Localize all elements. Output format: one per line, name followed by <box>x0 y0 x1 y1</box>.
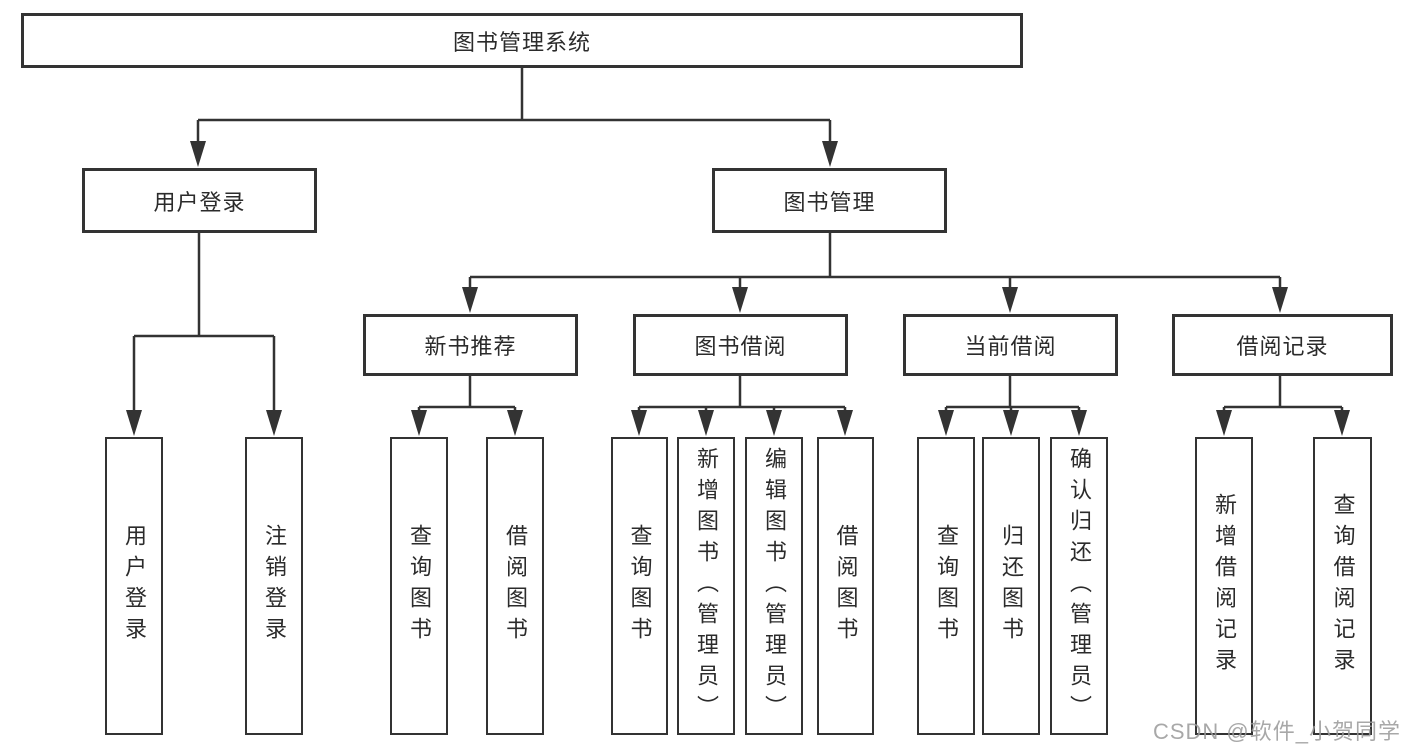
node-user-login: 用户登录 <box>82 168 317 233</box>
leaf-current-return-books-label: 归还图书 <box>999 524 1024 648</box>
leaf-borrowing-add-books-admin: 新增图书（管理员） <box>677 437 735 735</box>
node-root: 图书管理系统 <box>21 13 1023 68</box>
node-book-borrowing-label: 图书借阅 <box>694 334 787 359</box>
leaf-recommend-query-books: 查询图书 <box>390 437 448 735</box>
leaf-records-add-record: 新增借阅记录 <box>1195 437 1253 735</box>
leaf-records-query-record: 查询借阅记录 <box>1313 437 1372 735</box>
leaf-records-query-record-label: 查询借阅记录 <box>1330 493 1356 679</box>
leaf-borrowing-edit-books-admin-label: 编辑图书（管理员） <box>762 446 787 726</box>
node-book-management-label: 图书管理 <box>783 189 876 215</box>
leaf-recommend-borrow-books-label: 借阅图书 <box>503 524 528 648</box>
leaf-logout: 注销登录 <box>245 437 303 735</box>
node-root-label: 图书管理系统 <box>452 29 591 55</box>
leaf-current-query-books-label: 查询图书 <box>934 524 959 648</box>
leaf-borrowing-add-books-admin-label: 新增图书（管理员） <box>694 446 719 726</box>
leaf-current-confirm-return-admin: 确认归还（管理员） <box>1050 437 1108 735</box>
leaf-user-login-label: 用户登录 <box>122 524 147 648</box>
node-borrowing-records-label: 借阅记录 <box>1236 334 1329 359</box>
node-borrowing-records: 借阅记录 <box>1172 314 1393 376</box>
watermark: CSDN @软件_小贺同学 <box>1152 719 1401 744</box>
node-current-borrowing-label: 当前借阅 <box>964 334 1057 359</box>
node-new-book-recommend-label: 新书推荐 <box>424 334 517 359</box>
leaf-logout-label: 注销登录 <box>262 524 287 648</box>
leaf-borrowing-query-books: 查询图书 <box>611 437 668 735</box>
node-book-borrowing: 图书借阅 <box>633 314 848 376</box>
leaf-current-return-books: 归还图书 <box>982 437 1040 735</box>
node-new-book-recommend: 新书推荐 <box>363 314 578 376</box>
leaf-current-query-books: 查询图书 <box>917 437 975 735</box>
leaf-user-login: 用户登录 <box>105 437 163 735</box>
node-book-management: 图书管理 <box>712 168 947 233</box>
leaf-borrowing-query-books-label: 查询图书 <box>627 524 653 648</box>
leaf-borrowing-borrow-books-label: 借阅图书 <box>833 524 859 648</box>
leaf-borrowing-borrow-books: 借阅图书 <box>817 437 874 735</box>
leaf-recommend-query-books-label: 查询图书 <box>407 524 432 648</box>
leaf-records-add-record-label: 新增借阅记录 <box>1212 493 1237 679</box>
leaf-recommend-borrow-books: 借阅图书 <box>486 437 544 735</box>
leaf-borrowing-edit-books-admin: 编辑图书（管理员） <box>745 437 803 735</box>
node-user-login-label: 用户登录 <box>153 189 246 215</box>
leaf-current-confirm-return-admin-label: 确认归还（管理员） <box>1067 446 1092 726</box>
node-current-borrowing: 当前借阅 <box>903 314 1118 376</box>
